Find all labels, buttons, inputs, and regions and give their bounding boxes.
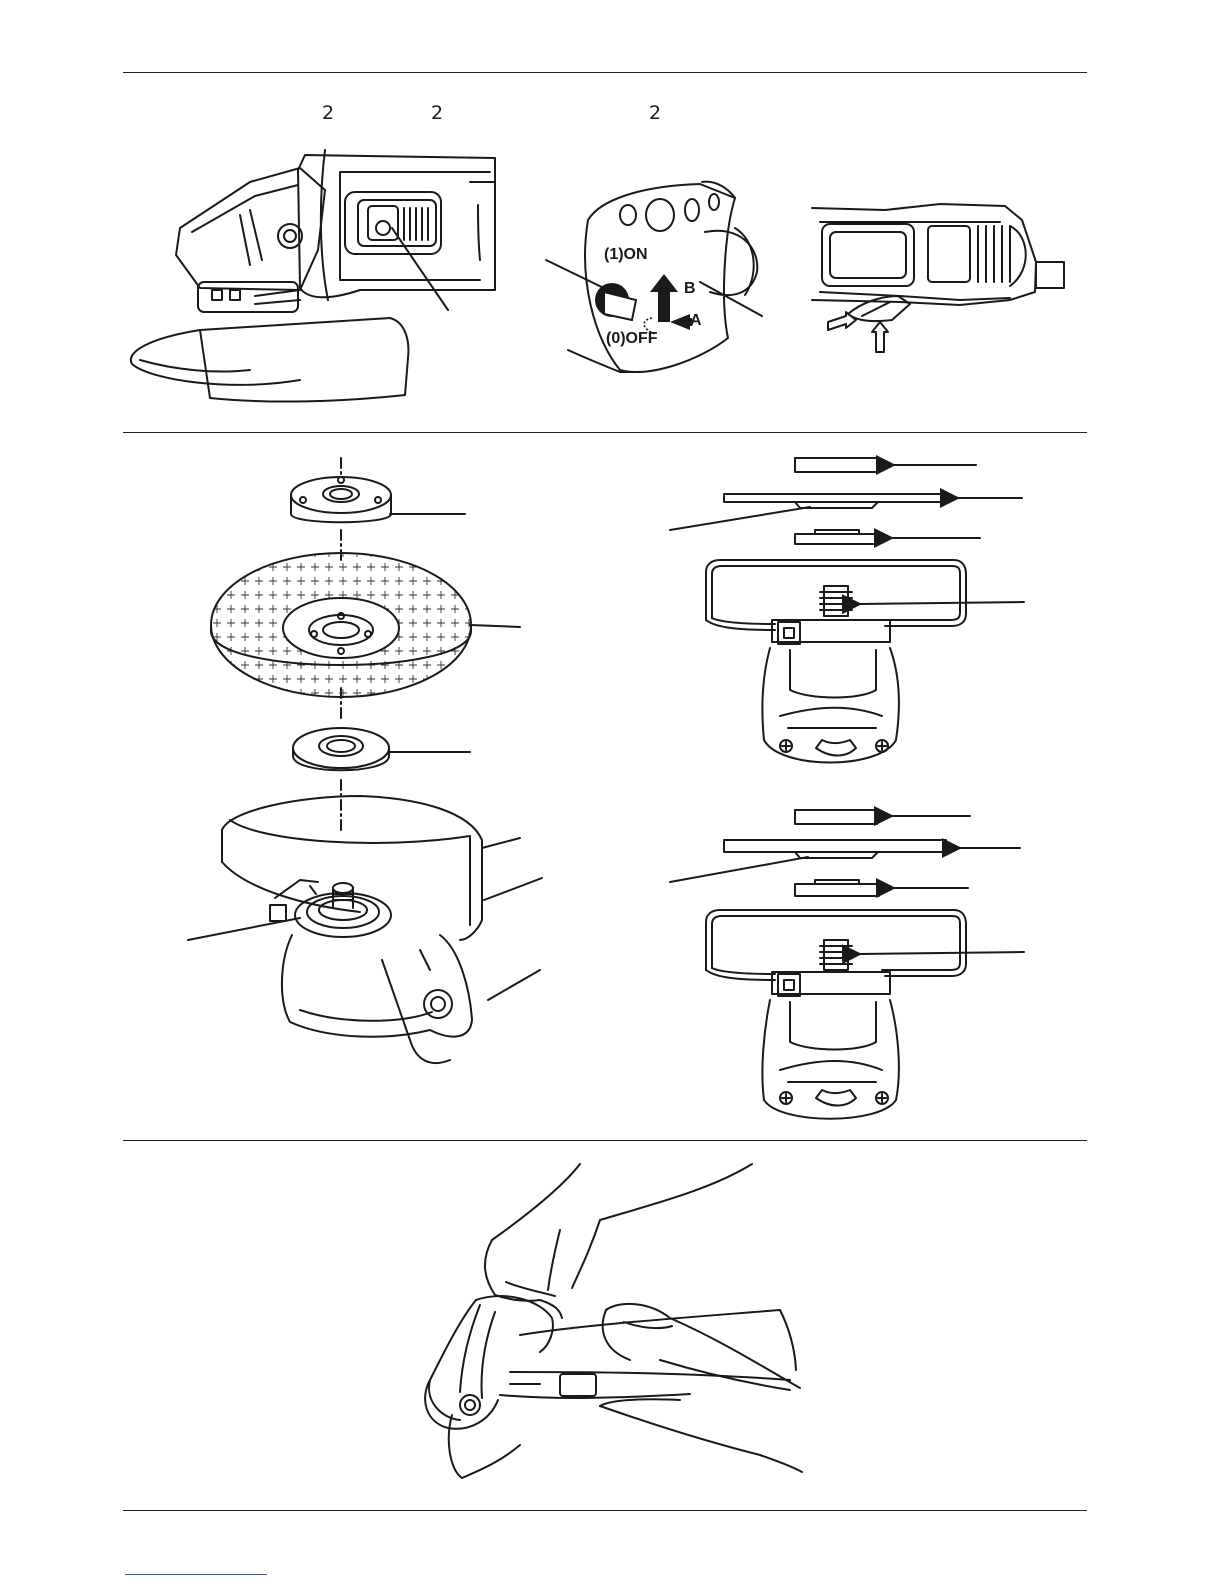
footer-link-underline[interactable] [125,1574,267,1575]
